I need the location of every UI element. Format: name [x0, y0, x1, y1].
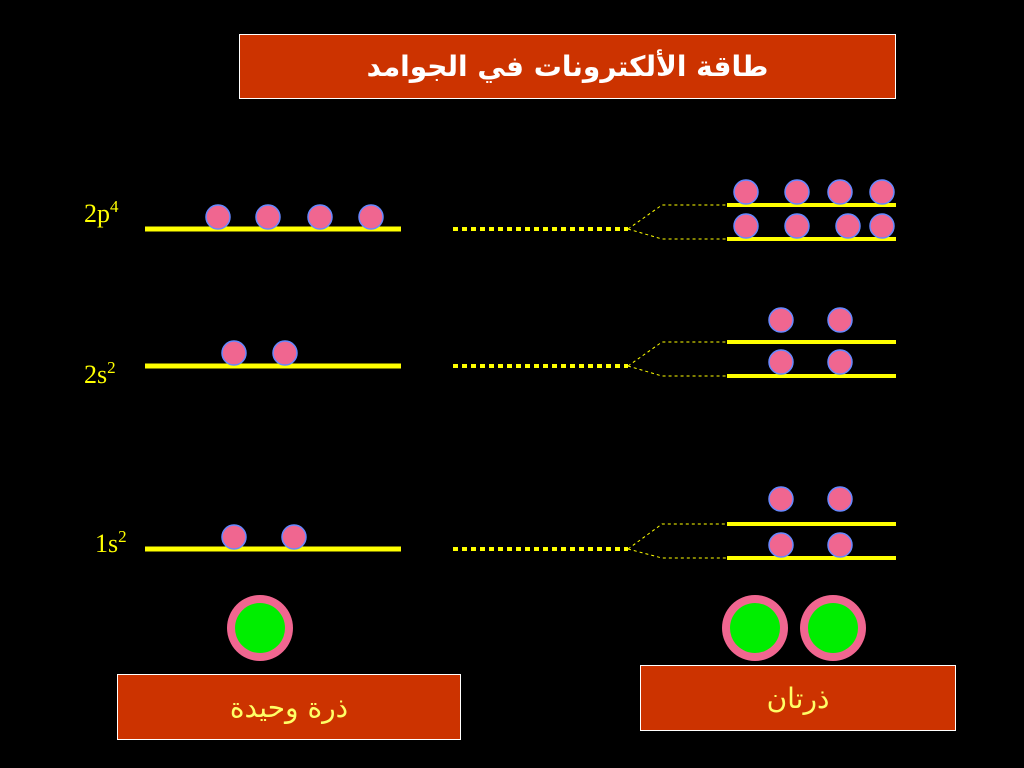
two-atoms-icon — [722, 595, 866, 661]
two-atoms-electrons-upper-2p — [733, 179, 895, 205]
electron — [768, 307, 794, 333]
atom-core — [808, 603, 858, 653]
two-atoms-electrons-lower-2s — [768, 349, 853, 375]
split-connector-lower-1s — [627, 548, 727, 559]
split-connector-upper-2s — [627, 341, 727, 367]
electron — [835, 213, 861, 239]
electron — [827, 179, 853, 205]
electron — [272, 340, 298, 366]
electron — [768, 486, 794, 512]
split-connector-upper-1s — [627, 523, 727, 550]
atom-core — [235, 603, 285, 653]
split-connector-lower-2p — [627, 228, 727, 240]
electron — [733, 213, 759, 239]
electron — [827, 486, 853, 512]
electron — [784, 213, 810, 239]
title-text: طاقة الألكترونات في الجوامد — [366, 50, 769, 83]
electron — [784, 179, 810, 205]
single-atom-icon — [227, 595, 293, 661]
title-box: طاقة الألكترونات في الجوامد — [239, 34, 896, 99]
electron — [827, 307, 853, 333]
single-atom-label: ذرة وحيدة — [229, 690, 349, 724]
electron — [869, 179, 895, 205]
electron — [307, 204, 333, 230]
two-atoms-electrons-lower-2p — [733, 213, 895, 239]
electron — [221, 524, 247, 550]
electron — [827, 532, 853, 558]
electron — [205, 204, 231, 230]
single-atom-electrons-2s — [221, 340, 298, 366]
electron — [221, 340, 247, 366]
electron — [733, 179, 759, 205]
electron — [358, 204, 384, 230]
electron — [281, 524, 307, 550]
electron — [768, 349, 794, 375]
level-label-2p: 2p4 — [84, 197, 119, 228]
electron — [827, 349, 853, 375]
atom-core — [730, 603, 780, 653]
two-atoms-label-box: ذرتان — [640, 665, 956, 731]
electron — [869, 213, 895, 239]
level-label-2s: 2s2 — [84, 358, 116, 389]
two-atoms-electrons-upper-1s — [768, 486, 853, 512]
two-atoms-label: ذرتان — [766, 681, 830, 715]
split-connector-lower-2s — [627, 365, 727, 377]
level-label-1s: 1s2 — [95, 527, 127, 558]
electron — [768, 532, 794, 558]
two-atoms-electrons-lower-1s — [768, 532, 853, 558]
two-atoms-electrons-upper-2s — [768, 307, 853, 333]
single-atom-electrons-1s — [221, 524, 307, 550]
split-connector-upper-2p — [627, 204, 727, 230]
electron — [255, 204, 281, 230]
single-atom-label-box: ذرة وحيدة — [117, 674, 461, 740]
single-atom-electrons-2p — [205, 204, 384, 230]
